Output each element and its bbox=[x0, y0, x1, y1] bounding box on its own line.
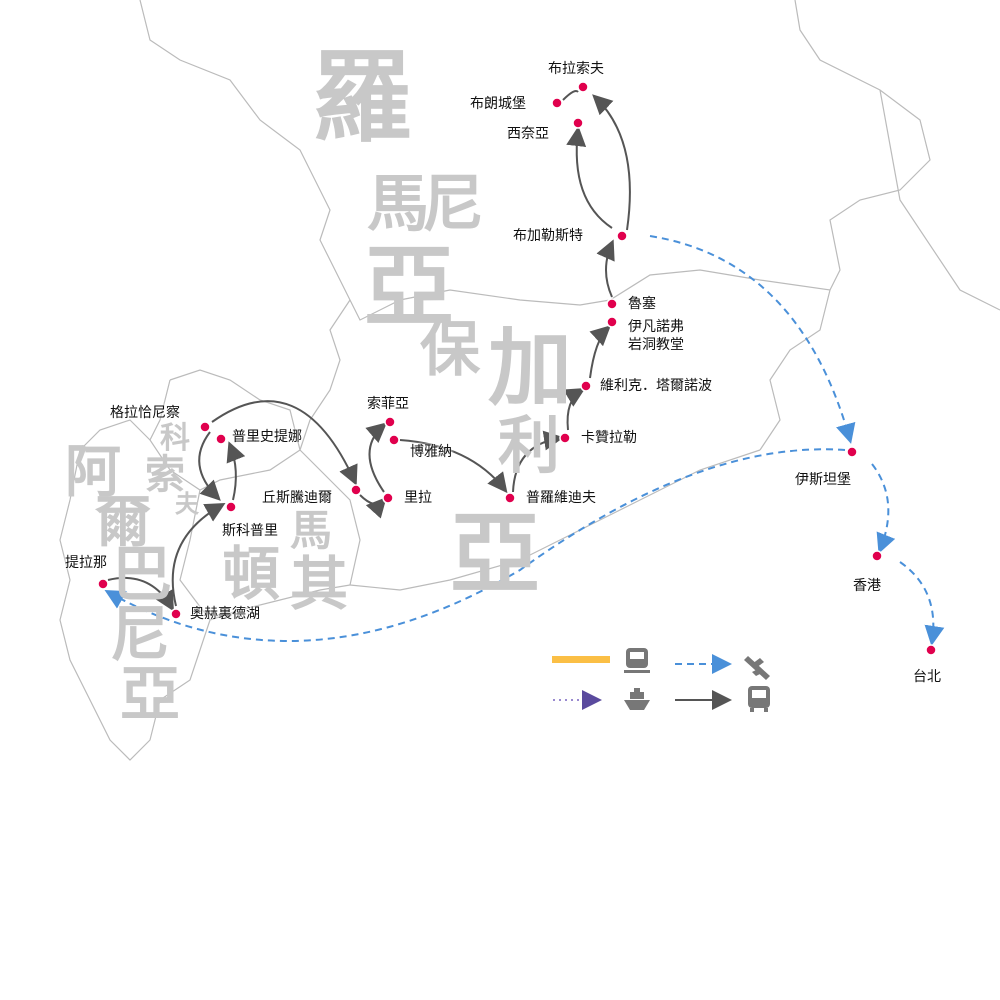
city-label-boyana: 博雅納 bbox=[410, 443, 452, 461]
city-dot-ohrid bbox=[170, 608, 182, 620]
city-label-brasov: 布拉索夫 bbox=[548, 60, 604, 78]
city-name: 斯科普里 bbox=[222, 523, 278, 539]
country-label-char: 尼 bbox=[110, 600, 170, 670]
city-name: 丘斯騰迪爾 bbox=[262, 490, 332, 506]
country-label-romania: 羅馬尼亞 bbox=[312, 39, 484, 333]
city-label-hongkong: 香港 bbox=[853, 577, 881, 595]
country-label-char: 亞 bbox=[450, 502, 540, 607]
country-label-char: 馬 bbox=[290, 506, 333, 555]
ship-icon bbox=[624, 688, 650, 710]
city-dot-pristina bbox=[215, 433, 227, 445]
city-label-rila: 里拉 bbox=[404, 489, 432, 507]
city-label-kazanlak: 卡贊拉勒 bbox=[581, 429, 637, 447]
country-label-char: 加 bbox=[488, 319, 573, 417]
country-label-char: 利 bbox=[498, 409, 561, 482]
city-dot-ruse bbox=[606, 298, 618, 310]
city-dots bbox=[97, 81, 937, 656]
city-dot-sofia bbox=[384, 416, 396, 428]
country-label-albania: 阿爾巴尼亞 bbox=[65, 440, 180, 726]
city-label-ivanovo: 伊凡諾弗岩洞教堂 bbox=[628, 318, 684, 354]
city-label-istanbul: 伊斯坦堡 bbox=[795, 471, 851, 489]
flight-routes bbox=[104, 235, 945, 646]
city-name-line2: 岩洞教堂 bbox=[628, 337, 684, 353]
city-dot-boyana bbox=[388, 434, 400, 446]
city-name: 索菲亞 bbox=[367, 396, 409, 412]
city-label-bran: 布朗城堡 bbox=[470, 95, 526, 113]
country-label-char: 巴 bbox=[112, 540, 172, 610]
city-name: 魯塞 bbox=[628, 296, 656, 312]
bus-routes bbox=[107, 90, 631, 612]
city-name: 普羅維迪夫 bbox=[526, 490, 596, 506]
city-dot-taipei bbox=[925, 644, 937, 656]
city-label-sinaia: 西奈亞 bbox=[507, 125, 549, 143]
country-label-char: 科 bbox=[160, 421, 190, 456]
city-name: 格拉恰尼察 bbox=[110, 405, 180, 421]
city-name: 西奈亞 bbox=[507, 126, 549, 142]
city-dot-rila bbox=[382, 492, 394, 504]
city-label-pristina: 普里史提娜 bbox=[232, 428, 302, 446]
country-label-char: 尼 bbox=[422, 167, 485, 240]
country-label-char: 頓 bbox=[222, 540, 281, 608]
country-label-kosovo: 科索夫 bbox=[145, 421, 199, 517]
city-dot-tirana bbox=[97, 578, 109, 590]
city-name: 奧赫裏德湖 bbox=[190, 606, 260, 622]
city-dot-gracanica bbox=[199, 421, 211, 433]
city-label-plovdiv: 普羅維迪夫 bbox=[526, 489, 596, 507]
city-label-veliko: 維利克．塔爾諾波 bbox=[600, 377, 712, 395]
country-label-char: 夫 bbox=[175, 490, 199, 518]
city-label-skopje: 斯科普里 bbox=[222, 522, 278, 540]
country-label-char: 保 bbox=[420, 315, 480, 385]
bus-icon bbox=[748, 686, 770, 712]
city-dot-veliko bbox=[580, 380, 592, 392]
city-dot-hongkong bbox=[871, 550, 883, 562]
city-dot-kyustendil bbox=[350, 484, 362, 496]
city-dot-skopje bbox=[225, 501, 237, 513]
country-label-char: 羅 bbox=[312, 39, 412, 156]
city-name: 香港 bbox=[853, 578, 881, 594]
train-icon bbox=[624, 648, 650, 673]
country-label-char: 其 bbox=[290, 550, 349, 618]
city-label-bucharest: 布加勒斯特 bbox=[513, 227, 583, 245]
city-dot-bran bbox=[551, 97, 563, 109]
city-name: 伊斯坦堡 bbox=[795, 472, 851, 488]
country-label-char: 馬 bbox=[367, 167, 430, 240]
airplane-icon bbox=[744, 656, 770, 680]
legend bbox=[552, 648, 770, 712]
city-dot-brasov bbox=[577, 81, 589, 93]
city-label-ruse: 魯塞 bbox=[628, 295, 656, 313]
country-label-bulgaria: 保加利亞 bbox=[420, 315, 572, 600]
city-label-kyustendil: 丘斯騰迪爾 bbox=[262, 489, 332, 507]
country-label-macedonia: 馬其頓 bbox=[222, 506, 348, 614]
city-name: 布朗城堡 bbox=[470, 96, 526, 112]
country-label-char: 索 bbox=[145, 452, 185, 498]
city-name: 維利克．塔爾諾波 bbox=[600, 378, 712, 394]
city-dot-bucharest bbox=[616, 230, 628, 242]
city-name: 布拉索夫 bbox=[548, 61, 604, 77]
city-dot-plovdiv bbox=[504, 492, 516, 504]
city-name: 博雅納 bbox=[410, 444, 452, 460]
country-label-char: 亞 bbox=[364, 235, 454, 340]
country-label-char: 爾 bbox=[95, 490, 151, 555]
city-name: 提拉那 bbox=[65, 555, 107, 571]
country-label-char: 亞 bbox=[120, 660, 180, 730]
legend-train-line bbox=[552, 656, 610, 663]
city-dot-sinaia bbox=[572, 117, 584, 129]
city-name: 里拉 bbox=[404, 490, 432, 506]
city-label-gracanica: 格拉恰尼察 bbox=[110, 404, 180, 422]
city-name: 布加勒斯特 bbox=[513, 228, 583, 244]
country-label-char: 阿 bbox=[65, 440, 121, 505]
city-name: 卡贊拉勒 bbox=[581, 430, 637, 446]
city-label-ohrid: 奧赫裏德湖 bbox=[190, 605, 260, 623]
city-dot-kazanlak bbox=[559, 432, 571, 444]
city-label-tirana: 提拉那 bbox=[65, 554, 107, 572]
city-label-taipei: 台北 bbox=[913, 668, 941, 686]
city-dot-istanbul bbox=[846, 446, 858, 458]
city-name: 台北 bbox=[913, 669, 941, 685]
city-name: 伊凡諾弗 bbox=[628, 319, 684, 335]
city-dot-ivanovo bbox=[606, 316, 618, 328]
city-name: 普里史提娜 bbox=[232, 429, 302, 445]
city-label-sofia: 索菲亞 bbox=[367, 395, 409, 413]
